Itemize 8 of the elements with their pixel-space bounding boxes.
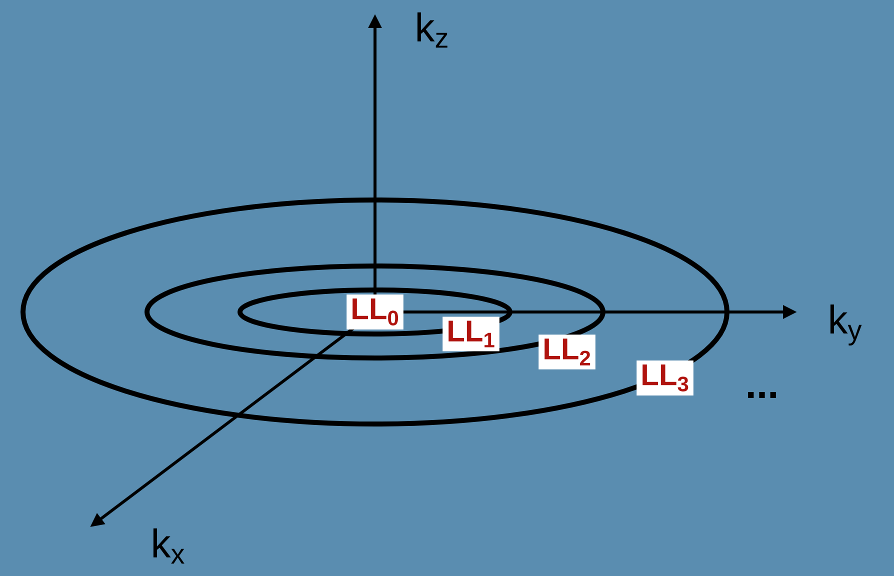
level-label-box: LL$_{1}$	[442, 316, 500, 352]
axis-label: k$_{x}$	[153, 528, 184, 564]
level-label-box: LL$_{0}$	[346, 294, 404, 330]
level-label-box: LL$_{2}$	[538, 334, 596, 370]
axis-label: k$_{z}$	[417, 12, 448, 48]
ellipsis: ...	[748, 392, 776, 398]
axis-label: k$_{y}$	[830, 304, 862, 346]
level-label-box: LL$_{3}$	[636, 360, 694, 396]
